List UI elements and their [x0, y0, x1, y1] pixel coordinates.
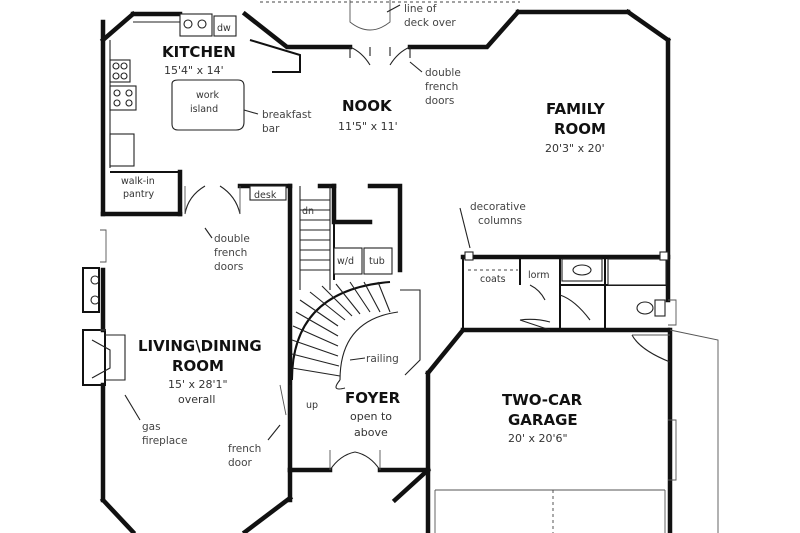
deck-note: line of — [404, 3, 437, 15]
tub-note: tub — [369, 256, 385, 267]
gas-fireplace-box — [82, 329, 106, 386]
dryer — [363, 247, 393, 275]
bathtub — [607, 258, 667, 286]
kitchen-label: KITCHEN — [162, 43, 236, 61]
refrigerator — [109, 133, 135, 167]
nook-label: NOOK — [342, 97, 393, 115]
coats-note: coats — [480, 274, 506, 285]
garage-label-2: GARAGE — [508, 411, 578, 429]
exterior-walls — [99, 8, 673, 533]
doors — [184, 46, 671, 471]
pantry-note: walk-in — [121, 176, 155, 187]
dishwasher — [213, 15, 237, 37]
railing-note: railing — [366, 353, 399, 365]
work-island-note: work — [196, 90, 219, 101]
foyer-note-2: above — [354, 426, 388, 439]
french-door-note: french — [228, 443, 261, 455]
nook-doors-note-2: french — [425, 81, 458, 93]
room-labels: KITCHEN 15'4" x 14' NOOK 11'5" x 11' FAM… — [138, 43, 606, 445]
living-dining-dims: 15' x 28'1" — [168, 378, 228, 391]
living-dining-overall: overall — [178, 393, 215, 406]
nook-doors-note: double — [425, 67, 461, 79]
living-doors-note: double — [214, 233, 250, 245]
nook-doors-note-3: doors — [425, 95, 454, 107]
deck-note-2: deck over — [404, 17, 456, 29]
pantry-note-2: pantry — [123, 189, 155, 200]
range — [109, 59, 131, 83]
family-room-label: FAMILY — [546, 100, 606, 118]
dn-note: dn — [302, 206, 314, 217]
annotation-labels: line of deck over double french doors br… — [121, 3, 549, 469]
decorative-columns-note-2: columns — [478, 215, 522, 227]
work-island-note-2: island — [190, 104, 218, 115]
living-dining-label-2: ROOM — [172, 357, 224, 375]
foyer-label: FOYER — [345, 389, 401, 407]
fireplace-note-2: fireplace — [142, 435, 187, 447]
living-dining-label: LIVING\DINING — [138, 337, 262, 355]
work-island — [171, 79, 245, 131]
kitchen-dims: 15'4" x 14' — [164, 64, 224, 77]
washer — [333, 247, 363, 275]
dw-note: dw — [217, 23, 231, 34]
living-doors-note-3: doors — [214, 261, 243, 273]
garage-label: TWO-CAR — [502, 391, 583, 409]
garage-dims: 20' x 20'6" — [508, 432, 568, 445]
stairs — [291, 186, 421, 390]
up-note: up — [306, 400, 318, 411]
foyer-note: open to — [350, 410, 392, 423]
lorm-note: lorm — [528, 270, 549, 281]
desk-note: desk — [254, 190, 277, 201]
fixtures — [82, 13, 669, 386]
nook-dims: 11'5" x 11' — [338, 120, 398, 133]
decorative-columns-note: decorative — [470, 201, 526, 213]
fireplace-note: gas — [142, 421, 161, 433]
leader-lines — [124, 4, 471, 441]
french-door-note-2: door — [228, 457, 253, 469]
breakfast-bar-note: breakfast — [262, 109, 311, 121]
desk — [249, 185, 287, 201]
breakfast-bar-note-2: bar — [262, 123, 280, 135]
family-room-label-2: ROOM — [554, 120, 606, 138]
wd-note: w/d — [337, 256, 354, 267]
living-doors-note-2: french — [214, 247, 247, 259]
sink — [179, 13, 213, 37]
decorative-column — [464, 251, 474, 261]
windows — [100, 0, 719, 533]
family-room-dims: 20'3" x 20' — [545, 142, 605, 155]
